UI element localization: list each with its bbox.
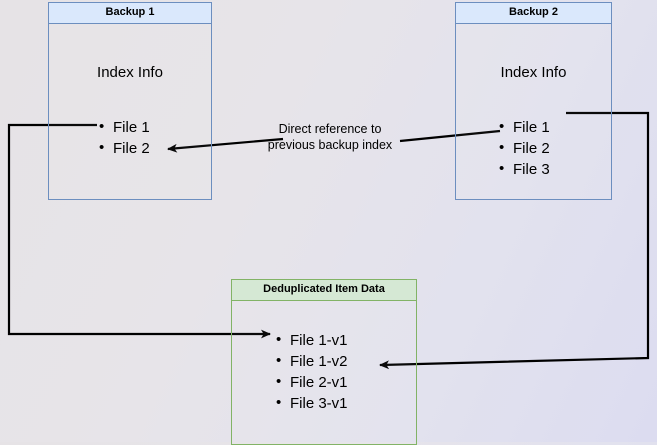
list-item: File 3-v1 bbox=[274, 392, 348, 414]
list-item: File 3 bbox=[497, 158, 550, 180]
edge-label-direct-reference: Direct reference to previous backup inde… bbox=[267, 122, 393, 152]
node-backup-2-body: Index Info File 1 File 2 File 3 bbox=[456, 24, 611, 199]
list-item: File 2 bbox=[497, 137, 550, 159]
node-backup-1-file-list: File 1 File 2 bbox=[97, 116, 150, 159]
list-item: File 2 bbox=[97, 137, 150, 159]
list-item: File 1 bbox=[97, 116, 150, 138]
list-item: File 1-v1 bbox=[274, 329, 348, 351]
node-backup-2[interactable]: Backup 2 Index Info File 1 File 2 File 3 bbox=[455, 2, 612, 200]
list-item: File 1 bbox=[497, 116, 550, 138]
node-backup-1-caption: Index Info bbox=[97, 64, 163, 81]
node-deduplicated-item-data[interactable]: Deduplicated Item Data File 1-v1 File 1-… bbox=[231, 279, 417, 445]
node-backup-1-header: Backup 1 bbox=[49, 3, 211, 24]
node-deduplicated-item-data-header: Deduplicated Item Data bbox=[232, 280, 416, 301]
node-deduplicated-item-data-body: File 1-v1 File 1-v2 File 2-v1 File 3-v1 bbox=[232, 301, 416, 444]
list-item: File 1-v2 bbox=[274, 350, 348, 372]
list-item: File 2-v1 bbox=[274, 371, 348, 393]
node-backup-2-file-list: File 1 File 2 File 3 bbox=[497, 116, 550, 180]
node-backup-2-caption: Index Info bbox=[500, 64, 567, 81]
node-backup-1-body: Index Info File 1 File 2 bbox=[49, 24, 211, 199]
node-backup-2-header: Backup 2 bbox=[456, 3, 611, 24]
node-backup-1[interactable]: Backup 1 Index Info File 1 File 2 bbox=[48, 2, 212, 200]
node-deduplicated-item-data-file-list: File 1-v1 File 1-v2 File 2-v1 File 3-v1 bbox=[274, 329, 348, 414]
